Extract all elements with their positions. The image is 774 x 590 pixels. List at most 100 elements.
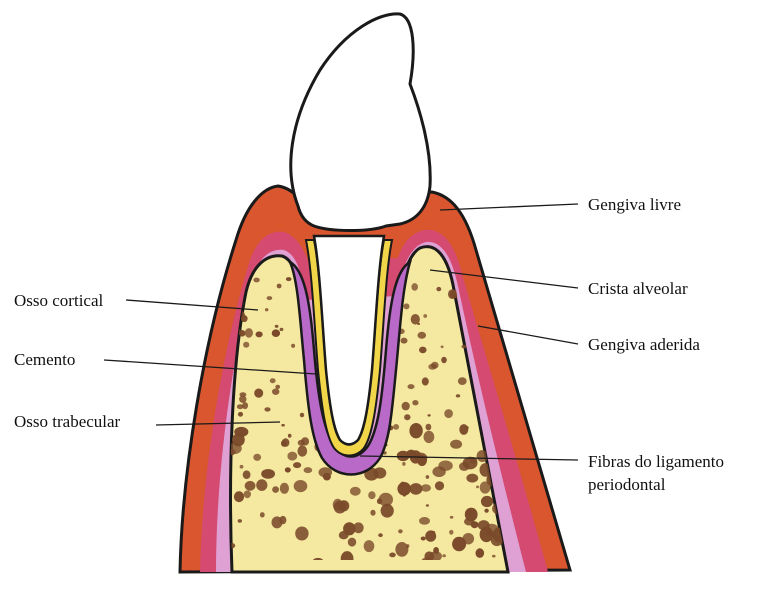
bone-spot <box>489 278 494 282</box>
label-gengiva-aderida: Gengiva aderida <box>588 335 700 355</box>
bone-spot <box>426 475 430 479</box>
bone-spot <box>343 522 355 535</box>
bone-spot <box>424 431 435 443</box>
bone-spot <box>378 533 383 537</box>
bone-spot <box>393 424 399 430</box>
bone-spot <box>287 452 297 461</box>
bone-spot <box>400 482 405 488</box>
bone-spot <box>242 402 248 409</box>
bone-spot <box>461 345 466 349</box>
bone-spot <box>350 487 361 496</box>
bone-spot <box>426 504 429 506</box>
bone-spot <box>403 493 406 497</box>
bone-spot <box>272 486 279 493</box>
bone-spot <box>254 389 263 398</box>
bone-spot <box>497 306 503 312</box>
bone-spot <box>395 542 408 557</box>
tooth-crown <box>291 14 430 231</box>
bone-spot <box>334 501 347 514</box>
bone-spot <box>426 424 432 431</box>
bone-spot <box>481 496 493 507</box>
bone-spot <box>348 538 356 547</box>
bone-spot <box>441 357 447 363</box>
label-fibras-ligamento: Fibras do ligamento periodontal <box>588 452 724 495</box>
bone-spot <box>412 400 418 405</box>
bone-spot <box>272 389 279 395</box>
bone-spot <box>277 284 282 289</box>
bone-spot <box>408 384 415 389</box>
bone-spot <box>282 438 290 447</box>
bone-spot <box>240 392 247 397</box>
bone-spot <box>253 278 259 283</box>
bone-spot <box>373 467 386 478</box>
label-osso-trabecular: Osso trabecular <box>14 412 120 432</box>
bone-spot <box>476 486 479 489</box>
bone-spot <box>484 509 488 513</box>
bone-spot <box>279 516 286 524</box>
bone-spot <box>275 325 279 328</box>
bone-spot <box>253 454 261 461</box>
bone-spot <box>463 533 475 544</box>
bone-spot <box>243 470 251 479</box>
label-gengiva-livre: Gengiva livre <box>588 195 681 215</box>
bone-spot <box>421 537 426 541</box>
bone-spot <box>402 402 410 411</box>
bone-spot <box>260 512 265 517</box>
bone-spot <box>441 346 444 349</box>
bone-spot <box>234 491 244 502</box>
label-fibras-line2: periodontal <box>588 475 724 495</box>
bone-spot <box>370 510 375 516</box>
bone-spot <box>423 314 427 318</box>
bone-spot <box>402 462 405 466</box>
bone-spot <box>301 437 309 445</box>
bone-spot <box>449 530 453 535</box>
bone-spot <box>256 331 263 337</box>
bone-spot <box>267 296 273 300</box>
bone-spot <box>243 342 249 348</box>
bone-spot <box>285 467 291 472</box>
bone-spot <box>476 548 485 558</box>
bone-spot <box>256 479 267 491</box>
label-crista-alveolar: Crista alveolar <box>588 279 688 299</box>
bone-spot <box>404 303 410 309</box>
bone-spot <box>270 378 276 383</box>
bone-spot <box>491 534 503 546</box>
label-fibras-line1: Fibras do ligamento <box>588 452 724 472</box>
bone-spot <box>436 287 441 291</box>
bone-spot <box>300 413 304 418</box>
bone-spot <box>409 423 422 438</box>
bone-spot <box>418 332 427 339</box>
bone-spot <box>280 483 289 494</box>
bone-spot <box>484 261 488 264</box>
bone-spot <box>421 484 431 492</box>
bone-spot <box>241 315 248 322</box>
bone-spot <box>494 289 502 296</box>
bone-spot <box>234 427 248 437</box>
bone-spot <box>404 414 410 420</box>
bone-spot <box>411 283 418 291</box>
bone-spot <box>364 540 375 552</box>
bone-spot <box>239 330 245 337</box>
bone-spot <box>381 504 394 518</box>
bone-spot <box>265 308 268 311</box>
bone-spot <box>458 377 467 385</box>
bone-spot <box>438 461 452 471</box>
bone-spot <box>272 329 280 337</box>
bone-spot <box>442 554 446 557</box>
bone-spot <box>478 520 490 530</box>
bone-spot <box>377 498 382 504</box>
bone-spot <box>450 516 454 519</box>
label-osso-cortical: Osso cortical <box>14 291 103 311</box>
bone-spot <box>433 547 439 554</box>
leader-gengiva-livre <box>440 204 578 210</box>
bone-spot <box>428 364 436 370</box>
bone-spot <box>425 530 436 541</box>
bone-spot <box>492 555 496 558</box>
bone-spot <box>298 446 308 457</box>
bone-spot <box>291 344 295 348</box>
bone-spot <box>435 481 444 490</box>
bone-spot <box>281 424 285 427</box>
bone-spot <box>286 277 292 281</box>
bone-spot <box>409 483 422 495</box>
